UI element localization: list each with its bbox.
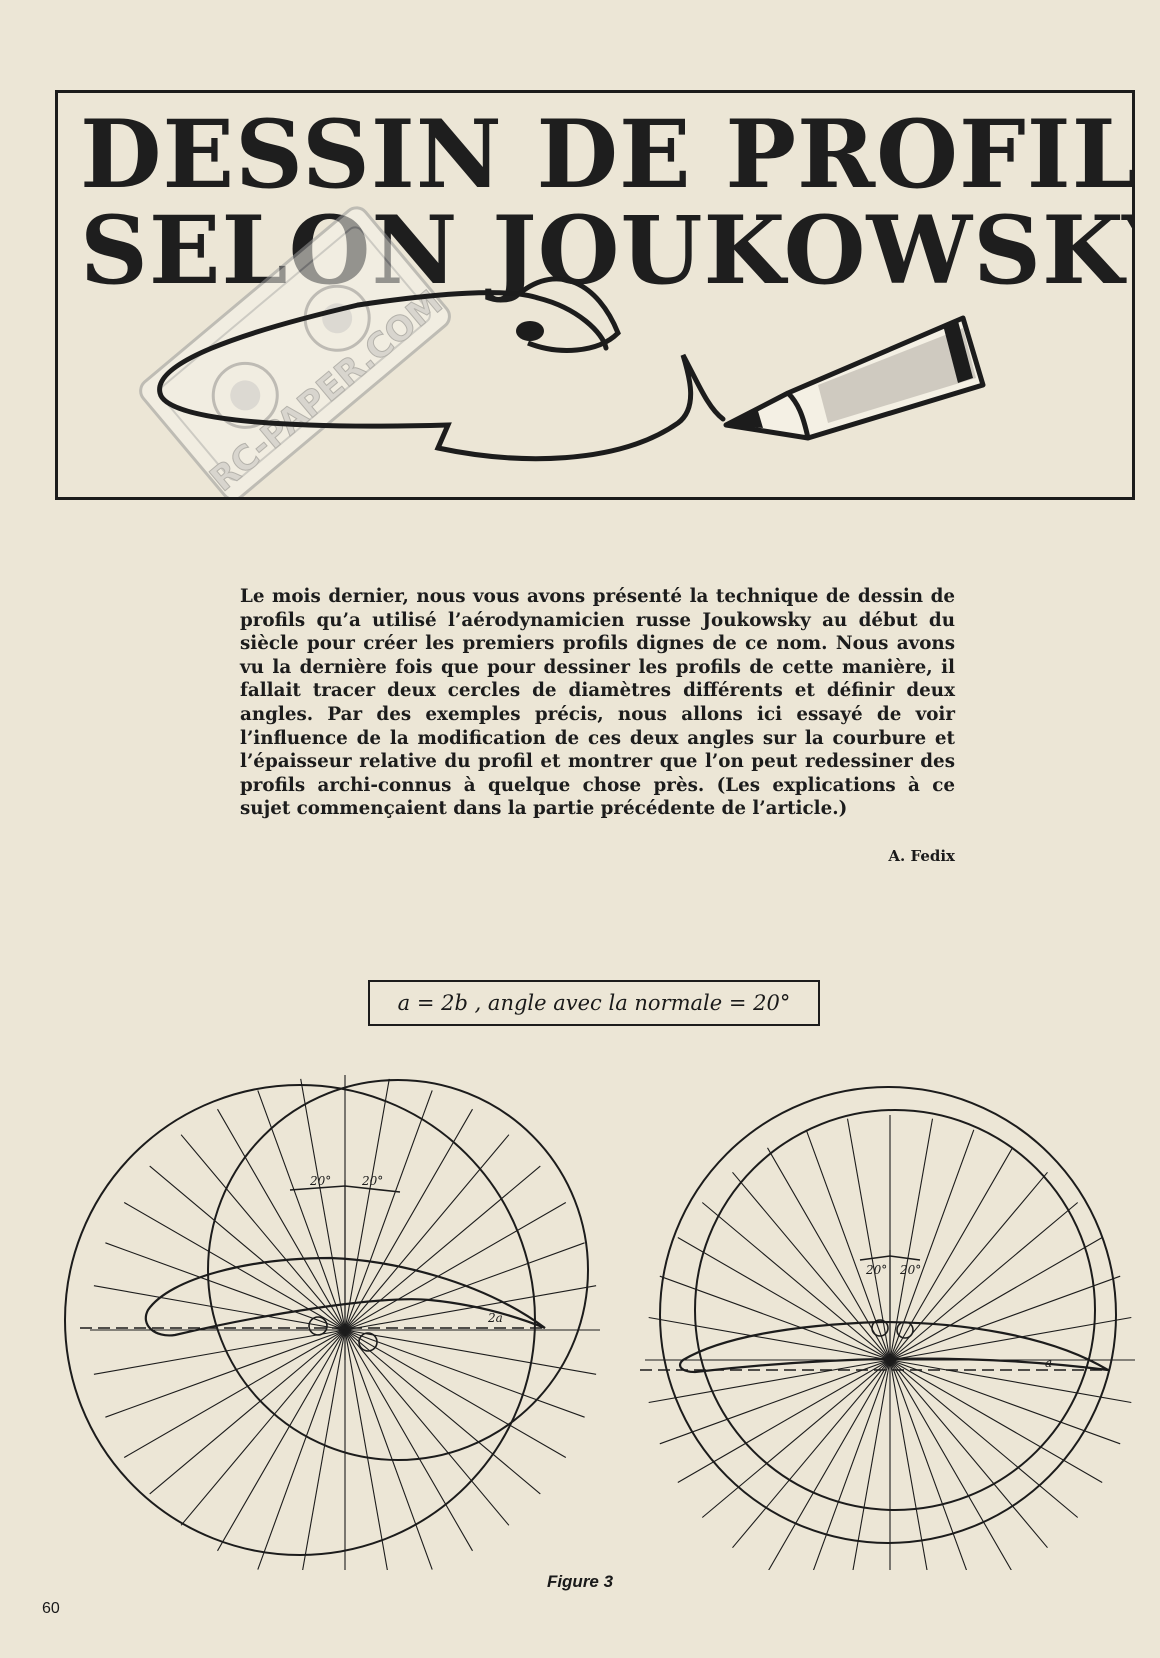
radial-line (344, 1329, 597, 1375)
radial-line (767, 1147, 891, 1361)
radial-line (257, 1090, 346, 1331)
left-angle-label-b: 20° (361, 1174, 383, 1188)
radial-line (105, 1242, 346, 1331)
radial-line (149, 1165, 346, 1331)
radial-line (105, 1329, 346, 1418)
radial-line (344, 1090, 433, 1331)
left-inner-circle (207, 1079, 589, 1461)
radial-line (889, 1118, 934, 1361)
radial-line (889, 1275, 1121, 1361)
radial-line (123, 1329, 346, 1458)
radial-line (344, 1202, 567, 1331)
radial-line (889, 1359, 1132, 1404)
left-small-circle-a (308, 1316, 328, 1336)
radial-line (889, 1359, 1103, 1483)
figure-caption: Figure 3 (546, 1572, 614, 1591)
radial-line (812, 1359, 891, 1570)
radial-line (648, 1359, 891, 1404)
radial-line (344, 1329, 433, 1570)
right-radial-lines (645, 1115, 1135, 1570)
airfoil-upper-line (355, 290, 609, 351)
left-small-circle-b (358, 1332, 378, 1352)
right-angle-label-a: 20° (865, 1263, 887, 1277)
radial-line (217, 1108, 346, 1331)
radial-line (889, 1202, 1079, 1361)
header-illustration: RC-PAPER.COM (139, 206, 986, 497)
radial-line (344, 1329, 567, 1458)
right-airfoil-profile (678, 1320, 1109, 1374)
right-inner-circle (694, 1109, 1096, 1511)
radial-line (677, 1237, 891, 1361)
radial-line (344, 1329, 510, 1526)
radial-line (768, 1359, 891, 1570)
radial-line (659, 1359, 891, 1445)
title-line-1: DESSIN DE PROFILS (80, 100, 1135, 210)
radial-line (889, 1359, 1121, 1445)
radial-line (344, 1329, 388, 1570)
left-radial-lines (90, 1075, 600, 1570)
left-angle-marker: 2a (487, 1311, 503, 1325)
eye-pupil (516, 321, 544, 341)
radial-line (889, 1359, 928, 1570)
radial-line (344, 1108, 473, 1331)
right-angle-marker: a (1045, 1356, 1052, 1370)
radial-line (344, 1329, 541, 1495)
eye-lid (518, 276, 621, 353)
radial-line (302, 1329, 346, 1570)
article-title: DESSIN DE PROFILS SELON JOUKOWSKY (80, 100, 1135, 306)
right-construction-diagram: 20° 20° a (640, 1086, 1135, 1570)
intro-paragraph: Le mois dernier, nous vous avons présent… (240, 586, 955, 820)
radial-line (149, 1329, 346, 1495)
radial-line (217, 1329, 346, 1552)
radial-line (889, 1359, 1012, 1570)
left-angle-label-a: 20° (309, 1174, 331, 1188)
radial-line (344, 1165, 541, 1331)
right-small-circle-a (871, 1319, 889, 1337)
right-small-circle-b (896, 1321, 914, 1339)
radial-line (732, 1359, 891, 1549)
left-outer-circle (64, 1084, 536, 1556)
radial-line (257, 1329, 346, 1570)
figure-caption-box: a = 2b , angle avec la normale = 20° (368, 980, 820, 1026)
radial-line (889, 1171, 1048, 1361)
radial-line (889, 1359, 1079, 1518)
airfoil-doodle (157, 302, 726, 462)
pencil-icon (723, 315, 986, 441)
radial-line (852, 1359, 891, 1570)
radial-line (93, 1285, 346, 1331)
radial-line (344, 1285, 597, 1331)
radial-line (889, 1237, 1103, 1361)
right-outer-circle (659, 1086, 1117, 1544)
radial-line (93, 1329, 346, 1375)
left-airfoil-profile (144, 1256, 546, 1337)
radial-line (732, 1171, 891, 1361)
radial-line (300, 1078, 346, 1331)
title-line-2: SELON JOUKOWSKY (80, 196, 1135, 306)
radial-line (648, 1316, 891, 1361)
radial-line (701, 1202, 891, 1361)
page-number: 60 (42, 1600, 60, 1617)
radial-line (344, 1078, 390, 1331)
radial-line (344, 1329, 585, 1418)
radial-line (659, 1275, 891, 1361)
title-banner: DESSIN DE PROFILS SELON JOUKOWSKY RC-PAP… (55, 90, 1135, 500)
right-angle-label-b: 20° (899, 1263, 921, 1277)
watermark-stamp: RC-PAPER.COM (139, 206, 451, 497)
left-construction-diagram: 20° 20° 2a (64, 1075, 600, 1570)
radial-line (889, 1359, 1048, 1549)
radial-line (180, 1134, 346, 1331)
author-name: A. Fedix (888, 847, 955, 865)
radial-line (344, 1329, 473, 1552)
radial-line (889, 1316, 1132, 1361)
radial-line (180, 1329, 346, 1526)
radial-line (701, 1359, 891, 1518)
radial-line (889, 1359, 968, 1570)
joukowsky-figure: 20° 20° 2a 20° 20° a (64, 1075, 1135, 1570)
radial-line (344, 1134, 510, 1331)
